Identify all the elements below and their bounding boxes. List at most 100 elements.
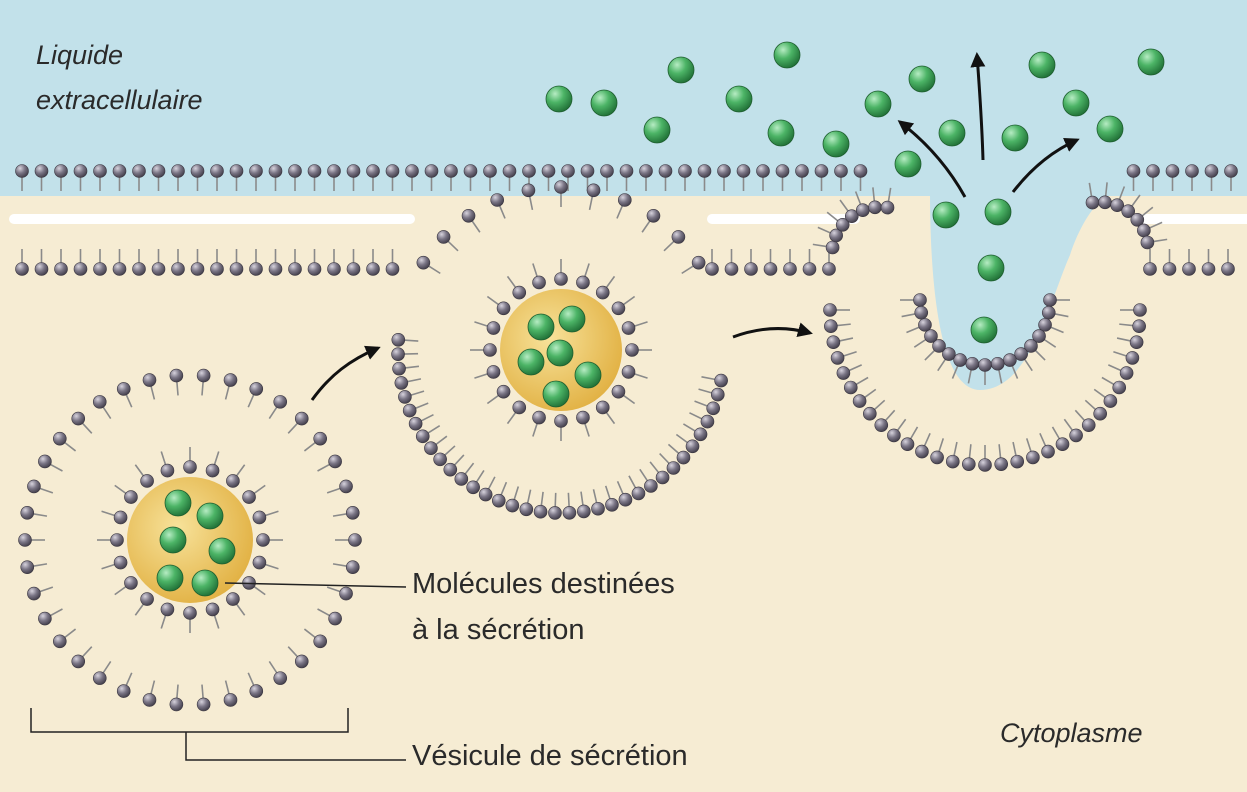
lipid-head (314, 635, 327, 648)
lipid-head (915, 306, 928, 319)
lipid-head (328, 165, 341, 178)
lipid-head (844, 381, 857, 394)
lipid-head (1222, 263, 1235, 276)
lipid-head (692, 256, 705, 269)
lipid-head (555, 273, 568, 286)
lipid-head (35, 165, 48, 178)
lipid-head (250, 382, 263, 395)
lipid-head (612, 302, 625, 315)
lipid-head (184, 607, 197, 620)
secretion-molecule (528, 314, 554, 340)
secretion-molecule (547, 340, 573, 366)
lipid-head (314, 432, 327, 445)
lipid-head (803, 263, 816, 276)
lipid-head (555, 415, 568, 428)
lipid-head (1015, 348, 1028, 361)
lipid-head (640, 165, 653, 178)
lipid-head (347, 165, 360, 178)
secretion-molecule (644, 117, 670, 143)
lipid-head (172, 165, 185, 178)
lipid-head (170, 698, 183, 711)
secretion-molecule (518, 349, 544, 375)
lipid-head (152, 165, 165, 178)
lipid-head (875, 419, 888, 432)
lipid-head (269, 165, 282, 178)
lipid-head (328, 263, 341, 276)
lipid-head (340, 587, 353, 600)
secretion-molecule (1063, 90, 1089, 116)
lipid-head (257, 534, 270, 547)
lipid-head (445, 165, 458, 178)
lipid-head (672, 230, 685, 243)
molecules-label-line2: à la sécrétion (412, 614, 585, 647)
lipid-head (295, 412, 308, 425)
lipid-head (53, 635, 66, 648)
lipid-head (484, 344, 497, 357)
lipid-head (706, 263, 719, 276)
lipid-head (308, 165, 321, 178)
lipid-head (644, 479, 657, 492)
lipid-head (513, 401, 526, 414)
lipid-head (577, 505, 590, 518)
lipid-head (520, 503, 533, 516)
lipid-head (918, 318, 931, 331)
lipid-head (837, 367, 850, 380)
lipid-head (393, 362, 406, 375)
lipid-head (887, 429, 900, 442)
lipid-tail (403, 340, 418, 341)
lipid-head (117, 685, 130, 698)
lipid-head (329, 612, 342, 625)
lipid-head (725, 263, 738, 276)
lipid-head (522, 184, 535, 197)
lipid-head (1094, 407, 1107, 420)
lipid-head (250, 263, 263, 276)
lipid-head (93, 395, 106, 408)
lipid-head (269, 263, 282, 276)
lipid-head (1042, 306, 1055, 319)
lipid-head (1183, 263, 1196, 276)
free-vesicle-lumen (127, 477, 253, 603)
lipid-head (340, 480, 353, 493)
lipid-head (74, 165, 87, 178)
secretion-molecule (933, 202, 959, 228)
lipid-head (437, 230, 450, 243)
lipid-head (1003, 354, 1016, 367)
lipid-head (901, 438, 914, 451)
lipid-head (931, 451, 944, 464)
lipid-head (542, 165, 555, 178)
lipid-head (211, 165, 224, 178)
secretion-molecule (865, 91, 891, 117)
lipid-head (395, 376, 408, 389)
lipid-head (444, 463, 457, 476)
lipid-head (707, 402, 720, 415)
lipid-head (111, 534, 124, 547)
lipid-head (114, 511, 127, 524)
lipid-head (523, 165, 536, 178)
lipid-head (38, 612, 51, 625)
lipid-head (349, 534, 362, 547)
lipid-head (455, 472, 468, 485)
lipid-head (659, 165, 672, 178)
lipid-head (224, 374, 237, 387)
lipid-head (835, 165, 848, 178)
lipid-head (467, 481, 480, 494)
lipid-head (184, 461, 197, 474)
lipid-head (94, 263, 107, 276)
lipid-head (113, 263, 126, 276)
lipid-head (914, 294, 927, 307)
lipid-head (576, 276, 589, 289)
lipid-head (274, 672, 287, 685)
lipid-head (38, 455, 51, 468)
lipid-head (253, 511, 266, 524)
lipid-head (1144, 263, 1157, 276)
lipid-head (347, 263, 360, 276)
lipid-head (492, 494, 505, 507)
lipid-head (576, 411, 589, 424)
lipid-head (487, 322, 500, 335)
lipid-head (1166, 165, 1179, 178)
lipid-head (711, 388, 724, 401)
lipid-head (1099, 196, 1112, 209)
lipid-head (172, 263, 185, 276)
